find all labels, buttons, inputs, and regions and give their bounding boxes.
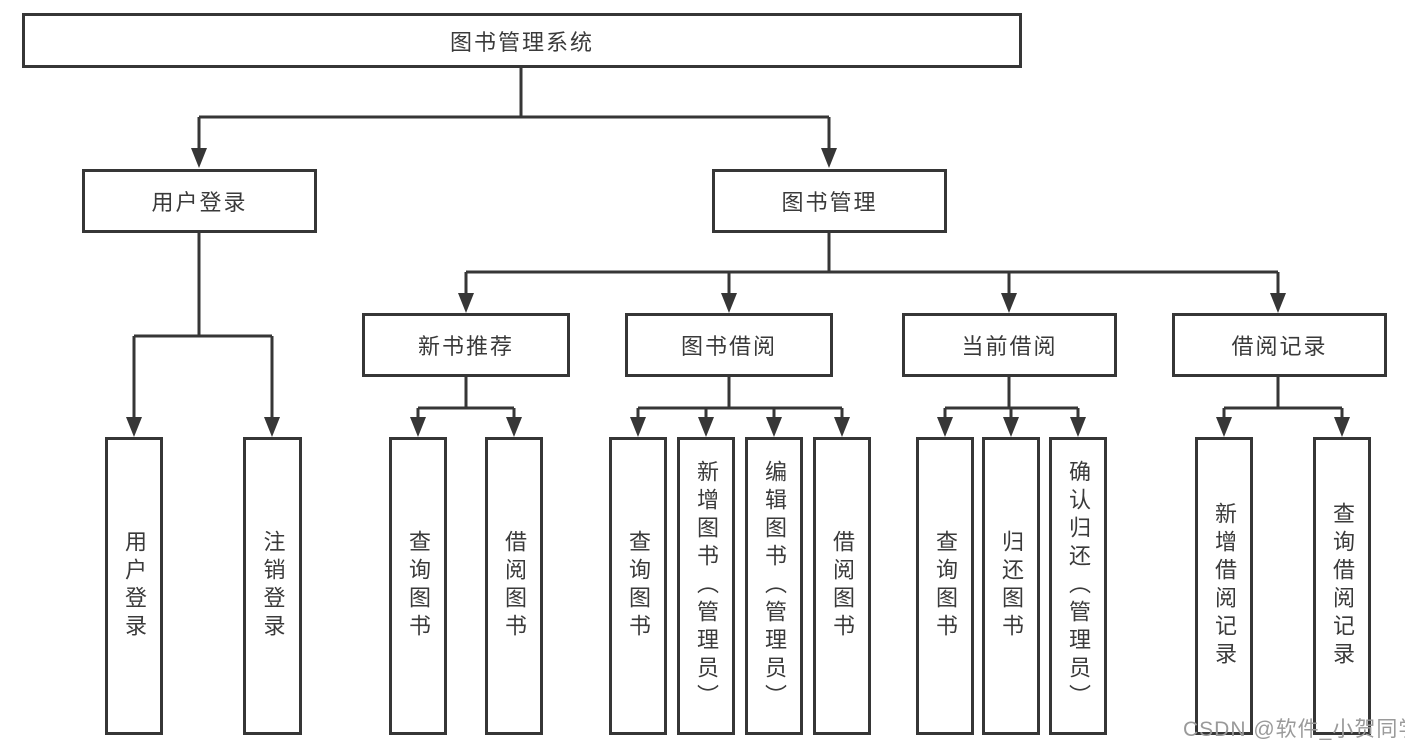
node-leaf-edit-book-admin: 编辑图书（管理员） [745,437,803,735]
node-leaf-query-books-1: 查询图书 [389,437,447,735]
node-system-root: 图书管理系统 [22,13,1022,68]
node-leaf-query-borrow-record: 查询借阅记录 [1313,437,1371,735]
node-leaf-borrow-books-2: 借阅图书 [813,437,871,735]
node-book-management: 图书管理 [712,169,947,233]
node-leaf-return-book: 归还图书 [982,437,1040,735]
node-leaf-confirm-return-admin: 确认归还（管理员） [1049,437,1107,735]
node-leaf-user-login: 用户登录 [105,437,163,735]
node-current-borrowing: 当前借阅 [902,313,1117,377]
node-leaf-logout: 注销登录 [243,437,302,735]
node-borrowing-records: 借阅记录 [1172,313,1387,377]
node-user-login: 用户登录 [82,169,317,233]
csdn-watermark: CSDN @软件_小贺同学 [1183,718,1405,741]
node-leaf-borrow-books-1: 借阅图书 [485,437,543,735]
node-new-book-recommend: 新书推荐 [362,313,570,377]
connector-arrowheads [126,148,1350,437]
node-leaf-add-borrow-record: 新增借阅记录 [1195,437,1253,735]
node-leaf-query-books-2: 查询图书 [609,437,667,735]
node-leaf-add-book-admin: 新增图书（管理员） [677,437,735,735]
connector-lines [132,68,1344,418]
node-leaf-query-books-3: 查询图书 [916,437,974,735]
node-book-borrowing: 图书借阅 [625,313,833,377]
